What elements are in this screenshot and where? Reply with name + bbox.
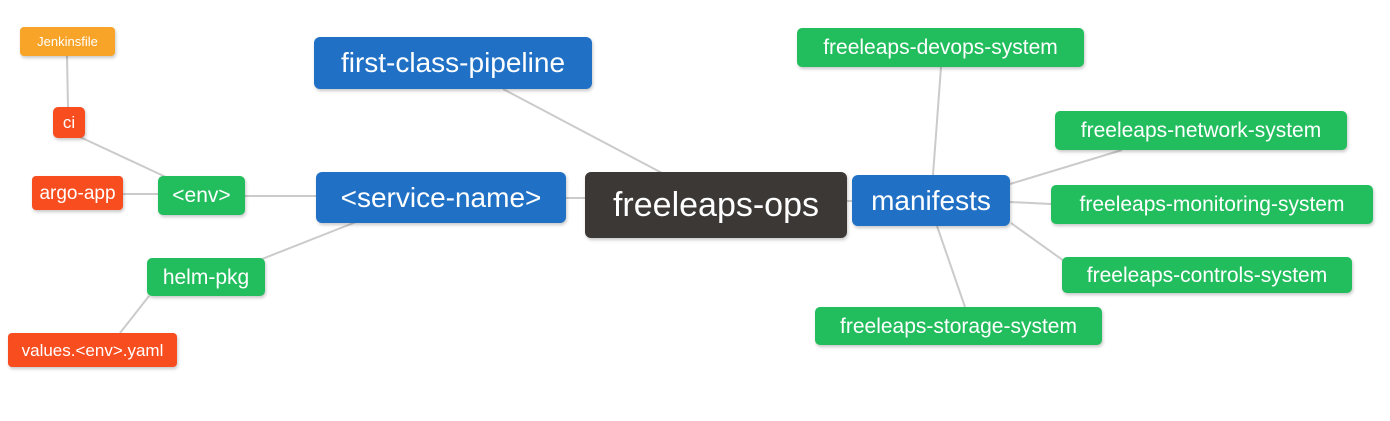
edge-manifests-storage: [936, 225, 966, 308]
node-freeleaps-monitoring-system[interactable]: freeleaps-monitoring-system: [1051, 185, 1373, 224]
node-freeleaps-storage-system[interactable]: freeleaps-storage-system: [815, 307, 1102, 345]
edge-manifests-network: [1009, 149, 1123, 185]
node-first-class-pipeline[interactable]: first-class-pipeline: [314, 37, 592, 89]
edge-values-helm-pkg: [119, 295, 150, 334]
node-manifests[interactable]: manifests: [852, 175, 1010, 226]
node-freeleaps-devops-system[interactable]: freeleaps-devops-system: [797, 28, 1084, 67]
node-service-name[interactable]: <service-name>: [316, 172, 566, 223]
edge-jenkinsfile-ci: [66, 55, 69, 108]
node-helm-pkg[interactable]: helm-pkg: [147, 258, 265, 296]
node-freeleaps-network-system[interactable]: freeleaps-network-system: [1055, 111, 1347, 150]
node-freeleaps-controls-system[interactable]: freeleaps-controls-system: [1062, 257, 1352, 293]
node-jenkinsfile[interactable]: Jenkinsfile: [20, 27, 115, 56]
node-freeleaps-ops-root[interactable]: freeleaps-ops: [585, 172, 847, 238]
edge-ci-env: [79, 136, 169, 179]
edge-manifests-controls: [1010, 222, 1065, 262]
edge-manifests-monitoring: [1009, 201, 1052, 205]
edge-helm-pkg-service-name: [261, 221, 357, 260]
node-argo-app[interactable]: argo-app: [32, 176, 123, 210]
edge-manifests-devops: [932, 66, 942, 176]
node-values-env-yaml[interactable]: values.<env>.yaml: [8, 333, 177, 367]
edge-pipeline-root: [502, 88, 663, 174]
node-env[interactable]: <env>: [158, 176, 245, 215]
node-ci[interactable]: ci: [53, 107, 85, 138]
